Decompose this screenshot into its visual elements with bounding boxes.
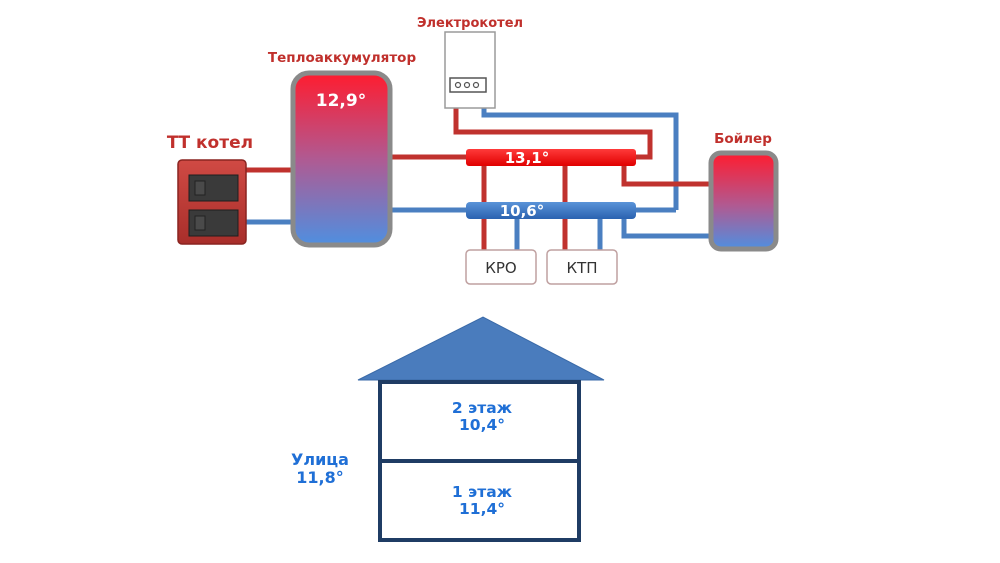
ktp-label: КТП [566, 259, 597, 277]
outside-name: Улица [291, 450, 349, 469]
heat-accumulator-tank [290, 70, 393, 248]
house-roof [357, 316, 605, 381]
kro-box [465, 249, 537, 285]
floor2-name: 2 этаж [452, 399, 513, 417]
electric-boiler [444, 31, 496, 109]
outside-temp: 11,8° [296, 468, 343, 487]
accumulator-label: Теплоаккумулятор [268, 50, 417, 66]
accumulator-temp: 12,9° [316, 91, 366, 111]
hot-manifold-temp: 13,1° [505, 149, 550, 167]
house [357, 316, 605, 542]
cold-manifold [466, 202, 636, 219]
floor2-temp: 10,4° [459, 416, 505, 434]
hot-manifold [466, 149, 636, 166]
water-heater-label: Бойлер [714, 131, 772, 147]
floor1-temp: 11,4° [459, 500, 505, 518]
tt-boiler-label: ТТ котел [167, 133, 253, 153]
tt-boiler [177, 159, 247, 245]
floor1-name: 1 этаж [452, 483, 513, 501]
water-heater-tank [708, 150, 779, 252]
kro-label: КРО [485, 259, 517, 277]
cold-manifold-temp: 10,6° [500, 202, 545, 220]
electric-boiler-label: Электрокотел [417, 16, 523, 31]
ktp-box [546, 249, 618, 285]
